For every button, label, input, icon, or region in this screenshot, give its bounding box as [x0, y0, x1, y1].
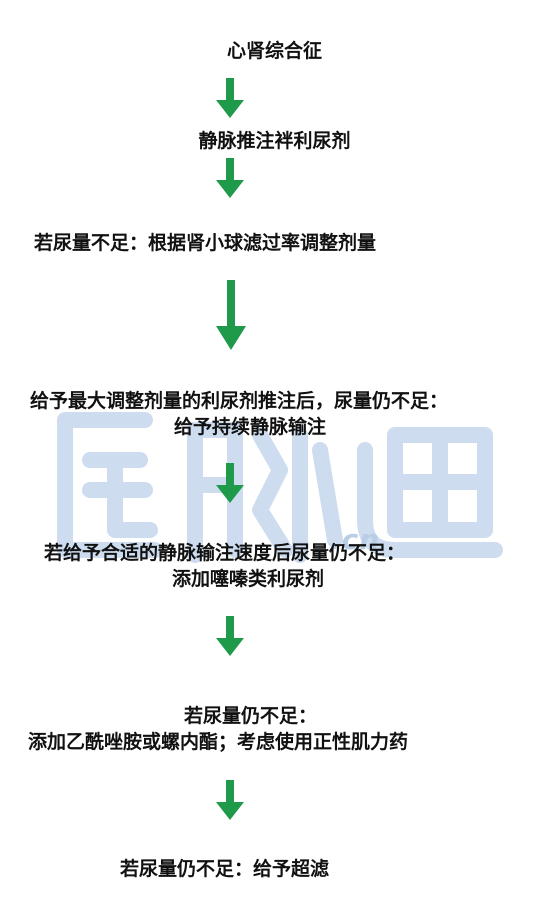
- flow-step-3: 若尿量不足：根据肾小球滤过率调整剂量: [34, 230, 376, 256]
- flow-step-text: 若尿量仍不足：: [184, 705, 318, 727]
- flow-step-text: 若尿量仍不足：给予超滤: [120, 858, 330, 880]
- flow-step-4: 给予最大调整剂量的利尿剂推注后，尿量仍不足： 给予持续静脉输注: [30, 388, 448, 440]
- down-arrow-icon: [216, 280, 246, 350]
- down-arrow-icon: [216, 616, 244, 656]
- down-arrow-icon: [216, 463, 244, 503]
- flow-step-2: 静脉推注袢利尿剂: [0, 128, 549, 154]
- down-arrow-icon: [216, 780, 244, 820]
- flow-step-text: 给予持续静脉输注: [174, 416, 327, 438]
- flow-step-7: 若尿量仍不足：给予超滤: [120, 856, 329, 882]
- flow-step-text: 静脉推注袢利尿剂: [198, 130, 351, 152]
- down-arrow-icon: [216, 158, 244, 198]
- watermark-logo: [57, 412, 503, 563]
- watermark-domain-text: .cn: [330, 523, 381, 556]
- flow-step-text: 添加噻嗪类利尿剂: [172, 568, 325, 590]
- flow-step-1: 心肾综合征: [0, 38, 549, 64]
- flow-step-6: 若尿量仍不足： 添加乙酰唑胺或螺内酯；考虑使用正性肌力药: [28, 703, 408, 755]
- flow-step-text: 给予最大调整剂量的利尿剂推注后，尿量仍不足：: [30, 390, 449, 412]
- flow-step-text: 若给予合适的静脉输注速度后尿量仍不足：: [44, 542, 406, 564]
- flow-step-5: 若给予合适的静脉输注速度后尿量仍不足： 添加噻嗪类利尿剂: [44, 540, 405, 592]
- flow-step-text: 心肾综合征: [226, 40, 322, 62]
- flow-step-text: 添加乙酰唑胺或螺内酯；考虑使用正性肌力药: [28, 731, 409, 753]
- down-arrow-icon: [216, 78, 244, 118]
- flow-step-text: 若尿量不足：根据肾小球滤过率调整剂量: [34, 232, 377, 254]
